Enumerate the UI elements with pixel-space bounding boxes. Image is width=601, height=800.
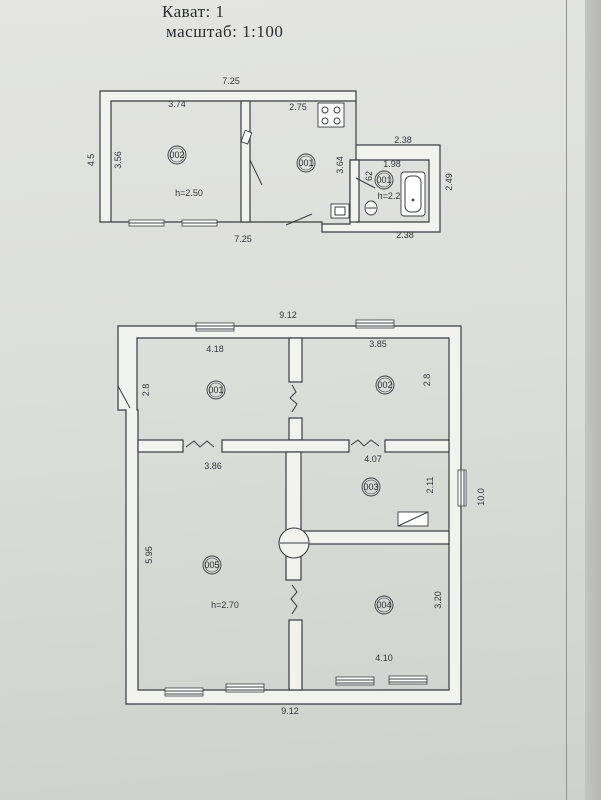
top-ext-width-bottom: 2.38 (396, 230, 414, 240)
top-window-2 (181, 219, 218, 227)
bottom-window-bottom-2 (225, 683, 265, 693)
bottom-window-bottom-1 (164, 687, 204, 697)
room-004-width: 4.10 (375, 653, 393, 663)
room-003-height: 2.11 (425, 477, 435, 494)
room-004-height: 3.20 (433, 591, 443, 609)
room-002-top-ceiling: h=2.50 (175, 188, 203, 198)
door-002-003 (350, 439, 380, 447)
room-001-bath-ceiling: h=2.2 (378, 191, 401, 201)
floor-title: Кават: 1 (162, 2, 225, 21)
scale-label: масштаб: 1:100 (166, 22, 284, 41)
bottom-window-right (457, 469, 467, 507)
room-001-top-height: 3.64 (335, 156, 345, 174)
room-002-width: 3.85 (369, 339, 387, 349)
stove-icon (317, 102, 345, 128)
top-door-swing-3 (355, 177, 376, 189)
room-002-top-width: 3.74 (168, 99, 186, 109)
wall-v-upper-a (288, 337, 303, 383)
room-marker-002-top (167, 145, 187, 165)
wall-h-003-004 (300, 530, 450, 545)
door-001-005 (185, 440, 215, 448)
room-id-005: 005 (204, 560, 219, 570)
wall-h-mid (221, 439, 350, 453)
sink-icon (330, 203, 350, 219)
room-005-width: 3.86 (204, 461, 222, 471)
wall-v-upper-b (288, 417, 303, 441)
room-001-top-width: 2.75 (289, 102, 307, 112)
door-005-004 (290, 584, 298, 615)
bottom-outer-wall (117, 325, 462, 705)
bottom-window-bottom-3 (335, 676, 375, 686)
room-001-width: 4.18 (206, 344, 224, 354)
bottom-window-bottom-4 (388, 675, 428, 685)
room-id-001-top: 001 (298, 158, 313, 168)
room-marker-004 (374, 595, 394, 615)
top-partition (240, 100, 251, 223)
room-001-height: 2.8 (141, 384, 151, 397)
top-ext-width-top: 2.38 (394, 135, 412, 145)
top-bath-partition (349, 159, 360, 223)
boiler-icon (240, 129, 253, 145)
bottom-window-top-left (195, 322, 235, 332)
room-marker-001-top (296, 153, 316, 173)
room-marker-003 (361, 477, 381, 497)
top-plan: 002 001 001 7.25 7.25 4.5 2.38 2.38 2.49… (86, 76, 454, 244)
door-001-002 (289, 384, 298, 413)
room-id-001: 001 (208, 385, 223, 395)
toilet-icon (364, 200, 378, 216)
bottom-overall-height: 10.0 (476, 488, 486, 506)
room-002-height: 2.8 (422, 374, 432, 387)
room-marker-001-bath (374, 170, 394, 190)
wall-h-left-a (137, 439, 184, 453)
wall-h-right (384, 439, 450, 453)
room-002-top-height: 3.56 (113, 151, 123, 169)
page-edge (585, 0, 601, 800)
room-id-002-top: 002 (169, 150, 184, 160)
top-overall-height: 4.5 (86, 154, 96, 167)
top-ext-height: 2.49 (444, 173, 454, 191)
bathtub-icon (400, 171, 426, 217)
top-overall-width-top: 7.25 (222, 76, 240, 86)
room-005-ceiling: h=2.70 (211, 600, 239, 610)
margin-line (566, 0, 567, 800)
room-id-003: 003 (363, 482, 378, 492)
top-door-swing-2 (285, 213, 313, 226)
room-005-height: 5.95 (144, 546, 154, 564)
bottom-window-top-right (355, 319, 395, 329)
room-id-002: 002 (377, 380, 392, 390)
room-marker-002 (375, 375, 395, 395)
door-entrance (117, 385, 131, 409)
room-marker-001 (206, 380, 226, 400)
bottom-overall-width-bottom: 9.12 (281, 706, 299, 716)
wall-v-center (285, 451, 302, 581)
room-003-width: 4.07 (364, 454, 382, 464)
room-id-001-bath: 001 (376, 175, 391, 185)
bottom-plan: 001 002 003 005 004 9.12 9.12 10.0 4.18 … (117, 310, 486, 716)
room-id-004: 004 (376, 600, 391, 610)
room-marker-005 (202, 555, 222, 575)
bottom-overall-width-top: 9.12 (279, 310, 297, 320)
top-window-1 (128, 219, 165, 227)
room-001-bath-height: 62 (364, 171, 374, 181)
wall-v-lower (288, 619, 303, 691)
top-overall-width-bottom: 7.25 (234, 234, 252, 244)
room-001-bath-width: 1.98 (383, 159, 401, 169)
top-door-swing-1 (249, 159, 263, 186)
